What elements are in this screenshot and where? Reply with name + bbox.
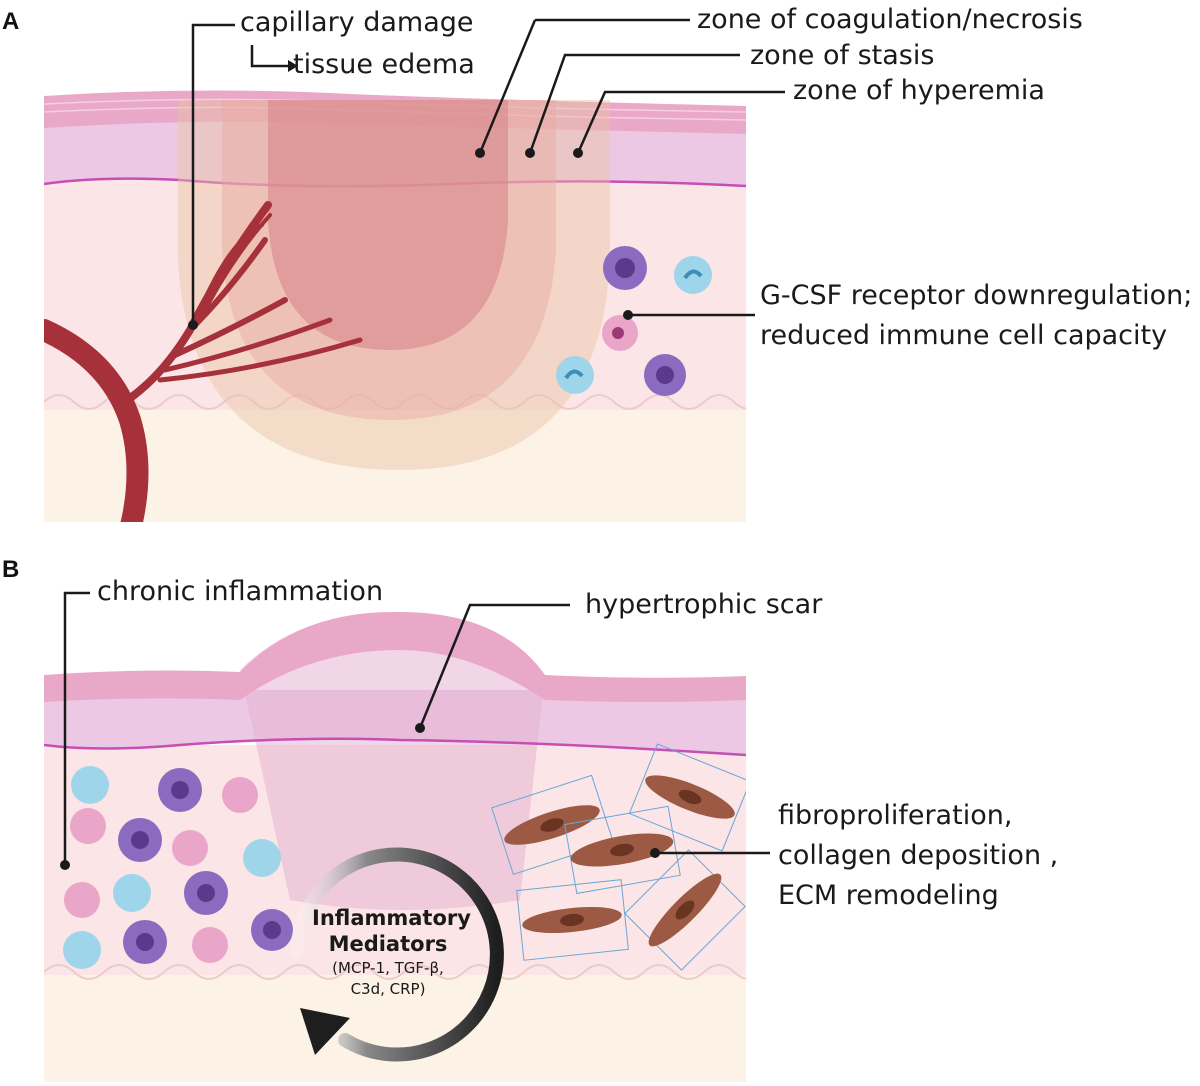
label-hypertrophic-scar: hypertrophic scar (585, 589, 823, 620)
panel-a-leaders (191, 18, 785, 325)
label-fibro-line1: fibroproliferation, (778, 800, 1013, 831)
lymphocyte (674, 256, 712, 294)
lymphocyte (556, 356, 594, 394)
label-tissue-edema: tissue edema (293, 49, 475, 80)
lymphocyte (243, 839, 281, 877)
hypodermis-layer (44, 968, 746, 1082)
neutrophil (172, 830, 208, 866)
immune-cells-b (63, 766, 293, 969)
lymphocyte (71, 766, 109, 804)
label-fibro-line3: ECM remodeling (778, 880, 999, 911)
label-zone-hyperemia: zone of hyperemia (793, 75, 1045, 106)
inflammatory-mediators-label: Inflammatory Mediators (MCP-1, TGF-β, C3… (312, 905, 471, 1000)
hypodermis-layer (44, 400, 746, 522)
label-zone-stasis: zone of stasis (750, 40, 935, 71)
epidermis-top (44, 611, 746, 702)
cycle-title-line1: Inflammatory (312, 906, 471, 930)
label-gcsf-line2: reduced immune cell capacity (760, 320, 1168, 351)
cycle-arrowhead (300, 1008, 350, 1055)
neutrophil (64, 882, 100, 918)
capillary-vessel (44, 201, 363, 522)
panel-b-leader-dots (60, 723, 660, 870)
fibroblasts (491, 743, 746, 971)
fat-cell-boundary (44, 964, 746, 980)
neutrophil (70, 808, 106, 844)
cycle-title-line2: Mediators (328, 932, 448, 957)
neutrophil (222, 777, 258, 813)
cycle-sub-line1: (MCP-1, TGF-β, (332, 958, 444, 977)
label-fibro-line2: collagen deposition , (778, 840, 1059, 871)
scar-tissue (240, 614, 545, 910)
fat-cell-boundary (44, 394, 746, 410)
panel-a-leader-dots (188, 148, 633, 330)
panel-letter-a: A (2, 8, 20, 35)
lymphocyte (113, 874, 151, 912)
cycle-sub-line2: C3d, CRP) (350, 979, 426, 998)
inflammatory-cycle-arrow (290, 847, 504, 1062)
panel-a-skin (44, 90, 746, 522)
immune-cells-a (556, 246, 712, 396)
label-capillary-damage: capillary damage (240, 7, 474, 38)
panel-b-leaders (63, 591, 770, 865)
label-zone-coagulation: zone of coagulation/necrosis (697, 4, 1083, 35)
zone-necrosis (268, 100, 508, 350)
basement-membrane (44, 737, 746, 757)
panel-letter-b: B (2, 556, 20, 583)
lymphocyte (63, 931, 101, 969)
label-chronic-inflammation: chronic inflammation (97, 576, 384, 607)
label-gcsf-line1: G-CSF receptor downregulation; (760, 280, 1193, 311)
neutrophil (192, 927, 228, 963)
edema-arrowhead (288, 60, 298, 72)
